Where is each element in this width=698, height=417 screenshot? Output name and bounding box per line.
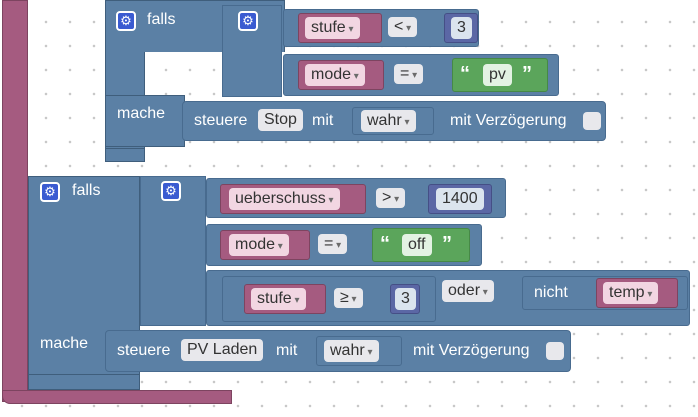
with-label: mit [312,112,334,129]
number-value[interactable]: 3 [395,288,416,310]
variable-dropdown[interactable]: ueberschuss [229,188,340,210]
quote-close: ” [522,63,532,85]
variable-dropdown[interactable]: stufe [251,288,306,310]
variable-dropdown[interactable]: mode [229,234,289,256]
bool-dropdown[interactable]: wahr [324,340,379,362]
text-block[interactable] [372,228,470,262]
bool-dropdown[interactable]: wahr [361,110,416,132]
variable-dropdown[interactable]: stufe [305,17,360,39]
with-label: mit [276,342,298,359]
gear-icon[interactable]: ⚙ [40,182,60,202]
if-keyword: falls [72,182,101,199]
outer-block-bottom [2,390,232,404]
delay-label: mit Verzögerung [413,342,530,359]
quote-open: “ [460,63,470,85]
outer-block-frame [2,0,28,402]
if-block-1-bottom [105,148,145,162]
not-label: nicht [534,284,568,301]
gear-icon[interactable]: ⚙ [238,11,258,31]
gear-icon[interactable]: ⚙ [116,11,136,31]
delay-label: mit Verzögerung [450,112,567,129]
operator-dropdown[interactable]: > [376,188,406,208]
quote-open: “ [380,233,390,255]
number-value[interactable]: 1400 [436,188,484,210]
if-block-1-do-row [105,95,185,147]
operator-dropdown[interactable]: ≥ [334,288,363,308]
text-value[interactable]: off [402,234,432,256]
if-block-2-bottom [28,374,140,390]
variable-dropdown[interactable]: temp [603,282,659,304]
device-field[interactable]: Stop [258,109,303,131]
number-value[interactable]: 3 [451,17,472,39]
if-keyword: falls [147,11,176,28]
variable-dropdown[interactable]: mode [305,64,365,86]
control-prefix: steuere [194,112,248,129]
device-field[interactable]: PV Laden [181,339,264,361]
quote-close: ” [442,233,452,255]
logic-operator-dropdown[interactable]: oder [442,280,494,302]
delay-checkbox[interactable] [546,342,564,360]
text-value[interactable]: pv [483,64,512,86]
control-prefix: steuere [117,342,171,359]
operator-dropdown[interactable]: < [388,17,418,37]
operator-dropdown[interactable]: = [394,64,424,84]
gear-icon[interactable]: ⚙ [161,181,181,201]
and-block-2[interactable] [140,176,206,326]
operator-dropdown[interactable]: = [318,234,348,254]
delay-checkbox[interactable] [583,112,601,130]
do-keyword: mache [40,335,89,352]
do-keyword: mache [117,105,166,122]
